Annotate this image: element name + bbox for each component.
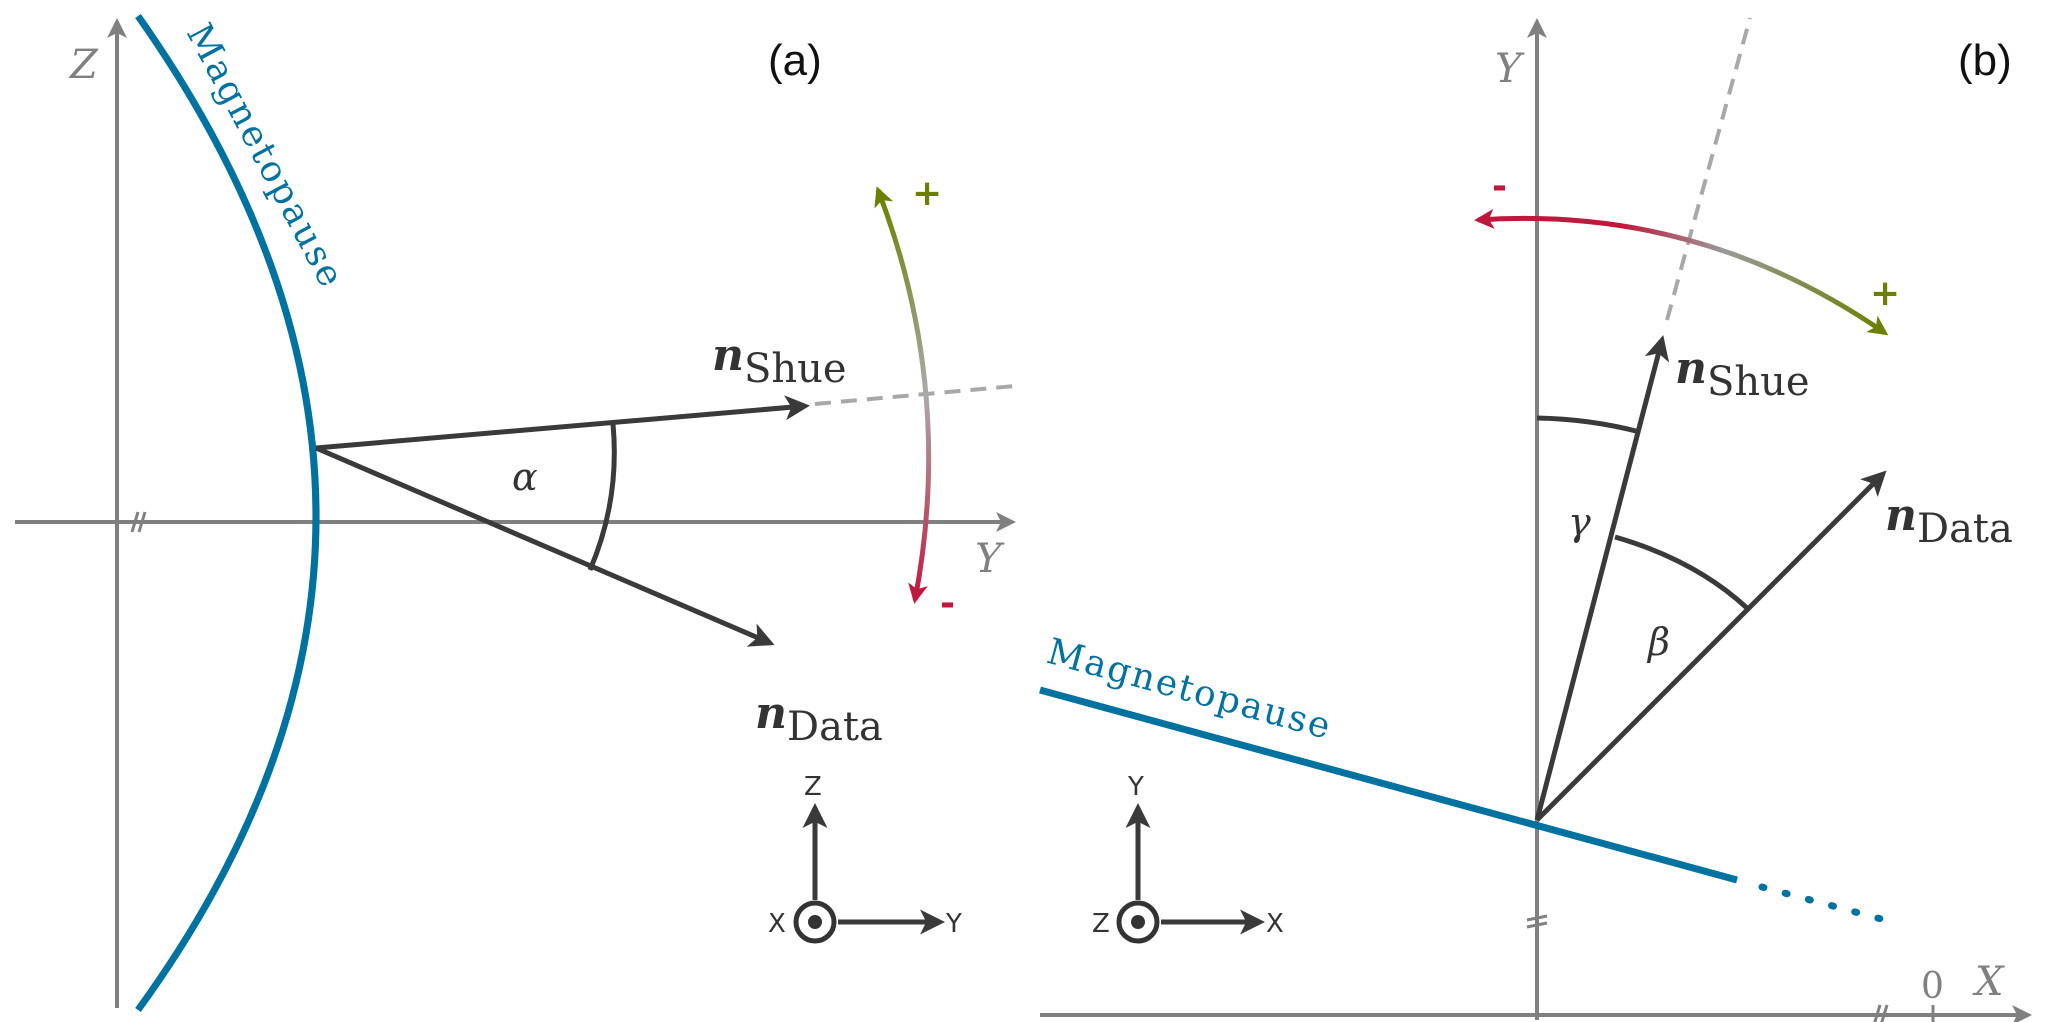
n-shue-vector-b (1534, 335, 1670, 821)
panel-b: 0 X Y (b) Magnetopause γ β + - nShue nDa… (1039, 17, 2032, 1022)
n-data-label-b: nData (1885, 490, 2013, 552)
gamma-arc (1536, 415, 1641, 435)
triad-y-label-b: Y (1127, 772, 1144, 802)
triad-y-label: Y (945, 909, 962, 939)
axis-break-mark (130, 511, 147, 533)
beta-arc (1614, 534, 1749, 610)
rotation-plus-b: + (1870, 273, 1900, 314)
triad-x-label-b: X (1266, 909, 1284, 939)
n-shue-vector (315, 395, 810, 451)
y-axis-label: Y (975, 536, 1005, 582)
panel-label-a: (a) (768, 36, 822, 85)
n-shue-label: nShue (712, 330, 847, 392)
x-axis-label-b: X (1972, 959, 2005, 1005)
panel-label-b: (b) (1958, 36, 2012, 85)
beta-label: β (1646, 620, 1670, 664)
n-data-vector (315, 445, 775, 647)
triad-z-label: Z (804, 772, 822, 802)
n-data-label: nData (755, 688, 883, 750)
n-shue-extension-b (1665, 17, 1752, 321)
axis-break-marks-b (1526, 914, 1935, 1022)
rotation-arc-b (1474, 208, 1889, 336)
magnetopause-curve (135, 13, 320, 1013)
rotation-minus-a: - (940, 583, 955, 624)
n-shue-label-b: nShue (1675, 343, 1810, 405)
alpha-arc (587, 423, 617, 571)
alpha-label: α (512, 455, 538, 499)
triad-z-label-b: Z (1092, 909, 1110, 939)
rotation-plus-a: + (912, 173, 942, 214)
n-data-vector-b (1535, 470, 1887, 822)
magnetopause-continuation (1758, 883, 1889, 924)
rotation-minus-b: - (1492, 166, 1507, 207)
y-axis-label-b: Y (1495, 46, 1525, 92)
z-axis-label: Z (68, 42, 99, 88)
panel-a: Z Y (a) Magnetopause α nShue nData + - Z… (15, 13, 1016, 1013)
gamma-label: γ (1568, 500, 1591, 544)
x-origin-tick-label: 0 (1921, 966, 1944, 1007)
n-shue-extension (814, 384, 1016, 406)
rotation-arc-a (874, 186, 932, 604)
coordinate-triad-b: Y Z X (1092, 772, 1284, 944)
magnetopause-line (1039, 686, 1738, 884)
triad-x-label: X (768, 909, 786, 939)
coordinate-triad-a: Z X Y (768, 772, 962, 944)
